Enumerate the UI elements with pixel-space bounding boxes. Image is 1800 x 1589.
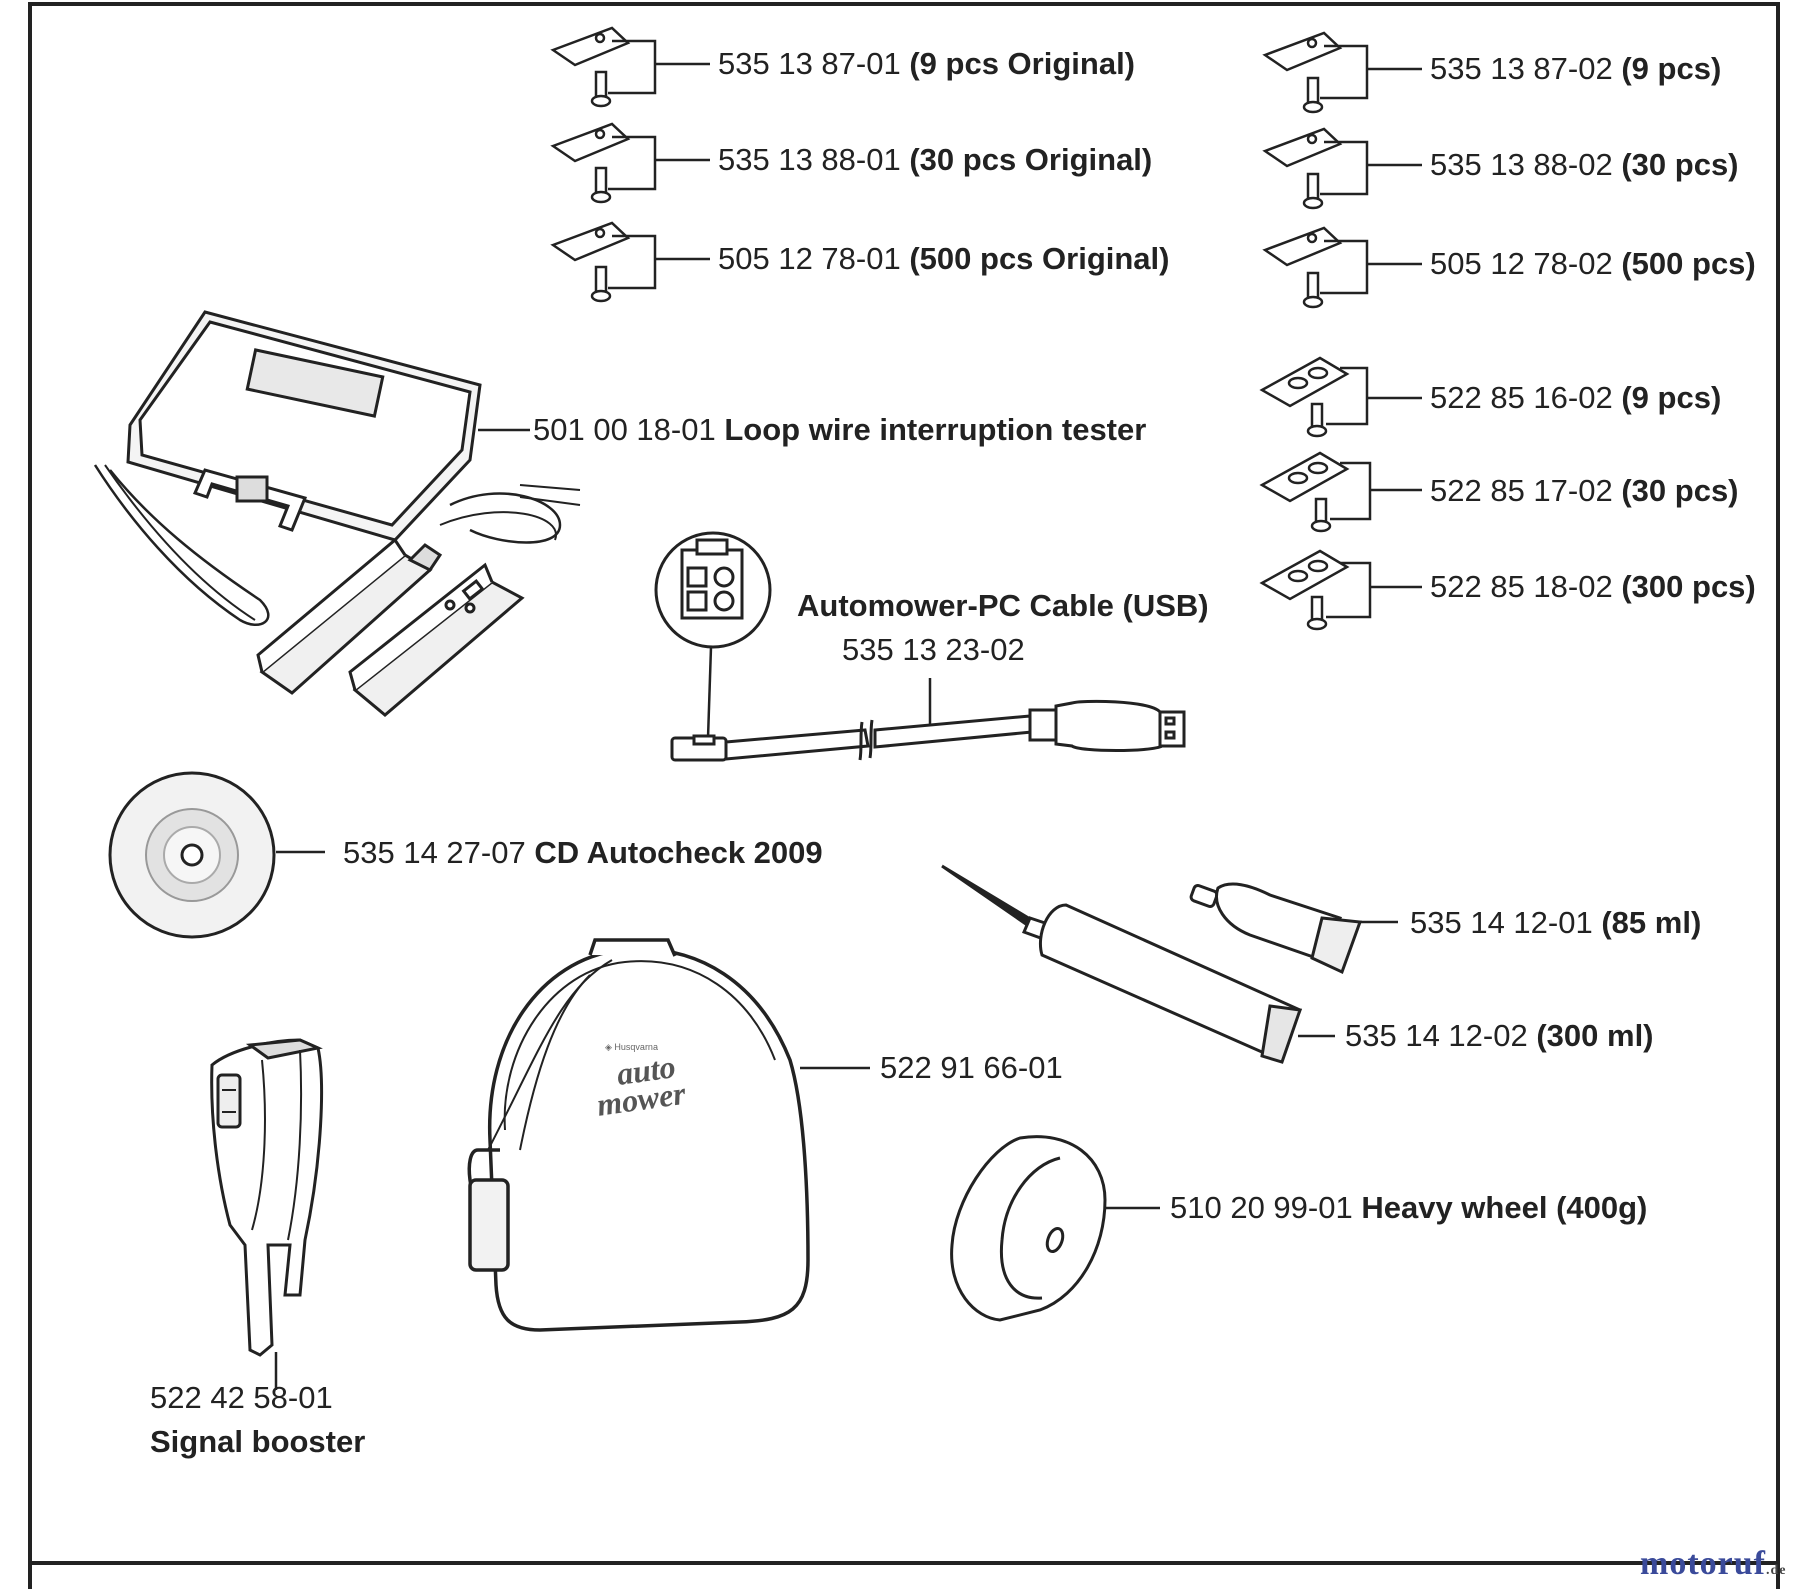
- part-description: (500 pcs): [1621, 246, 1756, 281]
- blade-original-2-label: 535 13 88-01 (30 pcs Original): [718, 142, 1152, 178]
- part-number: 535 13 88-01: [718, 142, 901, 177]
- part-description: (30 pcs): [1621, 473, 1739, 508]
- part-description: (300 ml): [1536, 1018, 1654, 1053]
- part-description: Loop wire interruption tester: [724, 412, 1147, 447]
- bag-label: 522 91 66-01: [880, 1050, 1063, 1086]
- svg-text:◈ Husqvarna: ◈ Husqvarna: [605, 1042, 658, 1052]
- blade-icon-std-1: [1262, 31, 1422, 114]
- diagram-border: [28, 2, 1780, 1589]
- part-number: 522 91 66-01: [880, 1050, 1063, 1085]
- part-number: 535 14 12-01: [1410, 905, 1593, 940]
- watermark-logo: motoruf.de: [1640, 1545, 1786, 1583]
- part-description: Heavy wheel (400g): [1361, 1190, 1648, 1225]
- blade-icon-std-3: [1262, 226, 1422, 309]
- blade-icon-double-1: [1259, 356, 1422, 438]
- part-number: 505 12 78-01: [718, 241, 901, 276]
- part-number: 501 00 18-01: [533, 412, 716, 447]
- cd-label: 535 14 27-07 CD Autocheck 2009: [343, 835, 823, 871]
- part-description: (9 pcs): [1621, 380, 1722, 415]
- part-description: Signal booster: [150, 1424, 366, 1459]
- blade-icon-original-2: [550, 122, 710, 204]
- part-number: 535 14 12-02: [1345, 1018, 1528, 1053]
- bag-logo-auto: auto: [614, 1048, 677, 1092]
- blade-icon-double-2: [1259, 451, 1422, 533]
- blade-icon-original-3: [550, 221, 710, 303]
- blade-std-2-label: 535 13 88-02 (30 pcs): [1430, 147, 1739, 183]
- part-number: 535 13 87-01: [718, 46, 901, 81]
- blade-std-3-label: 505 12 78-02 (500 pcs): [1430, 246, 1756, 282]
- part-description: (85 ml): [1601, 905, 1702, 940]
- part-number: 522 85 16-02: [1430, 380, 1613, 415]
- part-description: CD Autocheck 2009: [534, 835, 823, 870]
- blade-std-1-label: 535 13 87-02 (9 pcs): [1430, 51, 1721, 87]
- blade-original-3-label: 505 12 78-01 (500 pcs Original): [718, 241, 1169, 277]
- tester-label: 501 00 18-01 Loop wire interruption test…: [533, 412, 1146, 448]
- part-description: (300 pcs): [1621, 569, 1756, 604]
- blade-double-2-label: 522 85 17-02 (30 pcs): [1430, 473, 1739, 509]
- blade-icon-original-1: [550, 26, 710, 108]
- part-description: Automower-PC Cable (USB): [797, 588, 1209, 623]
- blade-icon-double-3: [1259, 549, 1422, 631]
- part-number: 505 12 78-02: [1430, 246, 1613, 281]
- signal-booster-illustration: [210, 1038, 323, 1357]
- blade-double-1-label: 522 85 16-02 (9 pcs): [1430, 380, 1721, 416]
- blade-original-1-label: 535 13 87-01 (9 pcs Original): [718, 46, 1135, 82]
- tester-case-illustration: [93, 310, 581, 717]
- part-number: 535 13 23-02: [842, 632, 1025, 667]
- part-description: (9 pcs Original): [909, 46, 1136, 81]
- cable-part-number: 535 13 23-02: [842, 632, 1025, 668]
- part-description: (9 pcs): [1621, 51, 1722, 86]
- watermark-text: motoruf: [1640, 1545, 1766, 1582]
- part-description: (30 pcs): [1621, 147, 1739, 182]
- booster-desc: Signal booster: [150, 1424, 365, 1460]
- wheel-label: 510 20 99-01 Heavy wheel (400g): [1170, 1190, 1647, 1226]
- part-number: 535 13 87-02: [1430, 51, 1613, 86]
- blade-double-3-label: 522 85 18-02 (300 pcs): [1430, 569, 1756, 605]
- carry-bag-illustration: ◈ Husqvarna auto mower: [467, 938, 810, 1332]
- cd-disc-illustration: [108, 771, 276, 939]
- heavy-wheel-illustration: [950, 1135, 1107, 1322]
- part-number: 535 14 27-07: [343, 835, 526, 870]
- part-number: 522 42 58-01: [150, 1380, 333, 1415]
- part-description: (500 pcs Original): [909, 241, 1170, 276]
- grease-tube-illustration: [1189, 882, 1363, 975]
- booster-part-number: 522 42 58-01: [150, 1380, 333, 1416]
- tube-small-label: 535 14 12-01 (85 ml): [1410, 905, 1701, 941]
- blade-icon-std-2: [1262, 127, 1422, 210]
- usb-cable-illustration: [654, 531, 1186, 762]
- tube-large-label: 535 14 12-02 (300 ml): [1345, 1018, 1654, 1054]
- part-description: (30 pcs Original): [909, 142, 1153, 177]
- part-number: 522 85 17-02: [1430, 473, 1613, 508]
- part-number: 522 85 18-02: [1430, 569, 1613, 604]
- part-number: 535 13 88-02: [1430, 147, 1613, 182]
- part-number: 510 20 99-01: [1170, 1190, 1353, 1225]
- sealant-cartridge-illustration: [941, 864, 1303, 1064]
- watermark-suffix: .de: [1765, 1563, 1787, 1578]
- cable-title: Automower-PC Cable (USB): [797, 588, 1209, 624]
